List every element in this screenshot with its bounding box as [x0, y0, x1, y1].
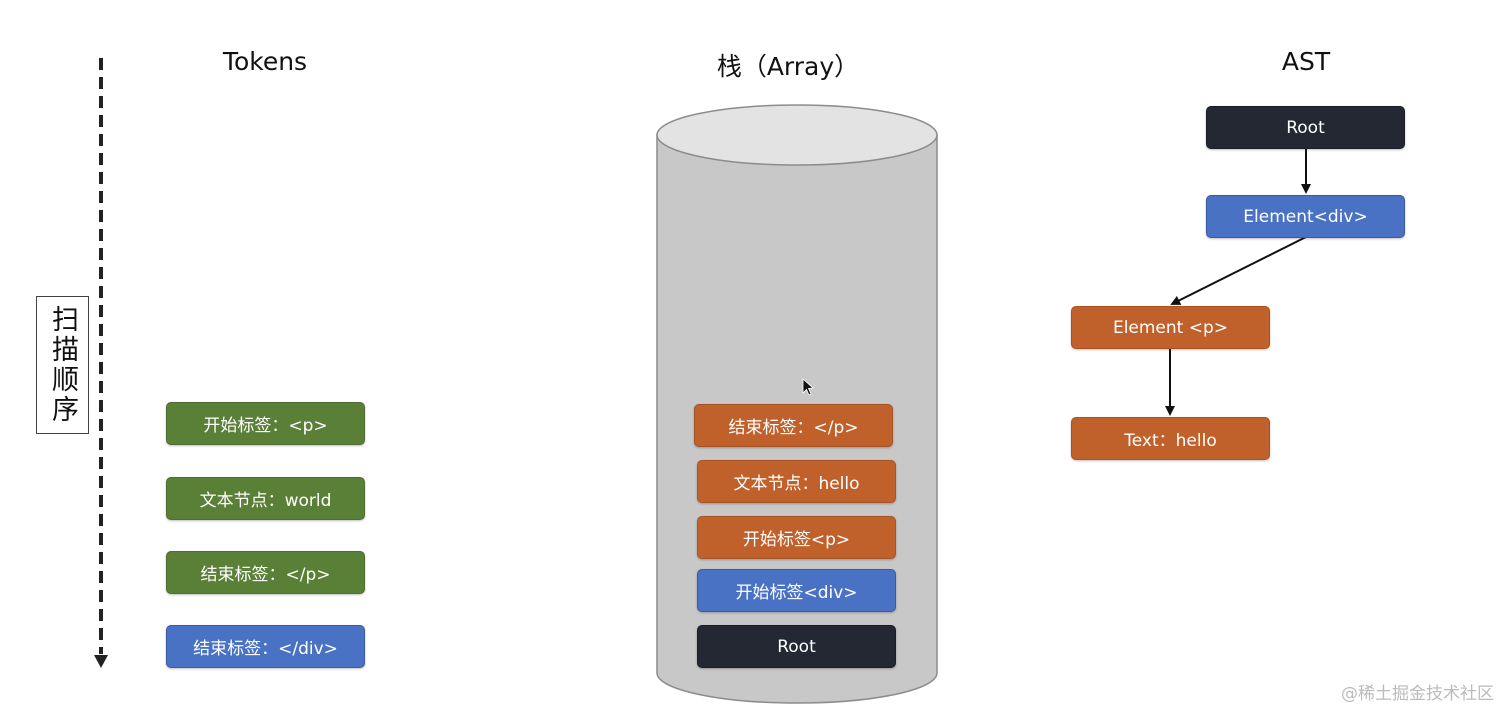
stack-item-open-p: 开始标签<p> — [697, 516, 896, 559]
ast-node-text-hello: Text：hello — [1071, 417, 1270, 460]
stack-item-text-hello: 文本节点：hello — [697, 460, 896, 503]
token-text-world: 文本节点：world — [166, 477, 365, 520]
watermark: @稀土掘金技术社区 — [1341, 684, 1494, 704]
stack-item-open-div: 开始标签<div> — [697, 569, 896, 612]
scan-order-text: 扫描顺序 — [47, 305, 78, 425]
ast-edges — [1165, 149, 1311, 416]
stack-item-root: Root — [697, 625, 896, 668]
ast-node-p: Element <p> — [1071, 306, 1270, 349]
mouse-cursor-icon — [802, 378, 814, 396]
scan-direction-arrow-icon — [94, 58, 108, 668]
scan-order-label: 扫描顺序 — [36, 296, 89, 434]
tokens-heading: Tokens — [222, 47, 308, 76]
token-close-div: 结束标签：</div> — [166, 625, 365, 668]
stack-item-close-p: 结束标签：</p> — [694, 404, 893, 447]
token-open-p: 开始标签：<p> — [166, 402, 365, 445]
token-close-p: 结束标签：</p> — [166, 551, 365, 594]
stack-heading: 栈（Array） — [716, 52, 860, 81]
ast-heading: AST — [1281, 47, 1331, 76]
edge-div-to-p — [1170, 236, 1307, 305]
ast-node-root: Root — [1206, 106, 1405, 149]
ast-node-div: Element<div> — [1206, 195, 1405, 238]
